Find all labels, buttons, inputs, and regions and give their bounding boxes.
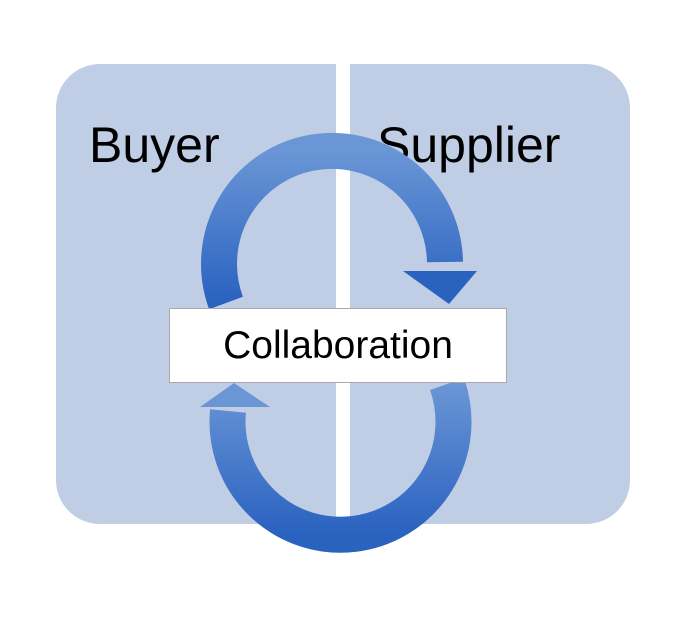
supplier-panel bbox=[350, 64, 630, 524]
buyer-label: Buyer bbox=[89, 117, 220, 173]
top-arrow-arc bbox=[201, 132, 463, 310]
collaboration-box: Collaboration bbox=[169, 308, 507, 383]
bottom-arrow-head bbox=[200, 383, 270, 407]
collaboration-label: Collaboration bbox=[223, 323, 453, 367]
top-arrow-head bbox=[403, 271, 477, 304]
bottom-arrow-arc bbox=[209, 378, 472, 553]
